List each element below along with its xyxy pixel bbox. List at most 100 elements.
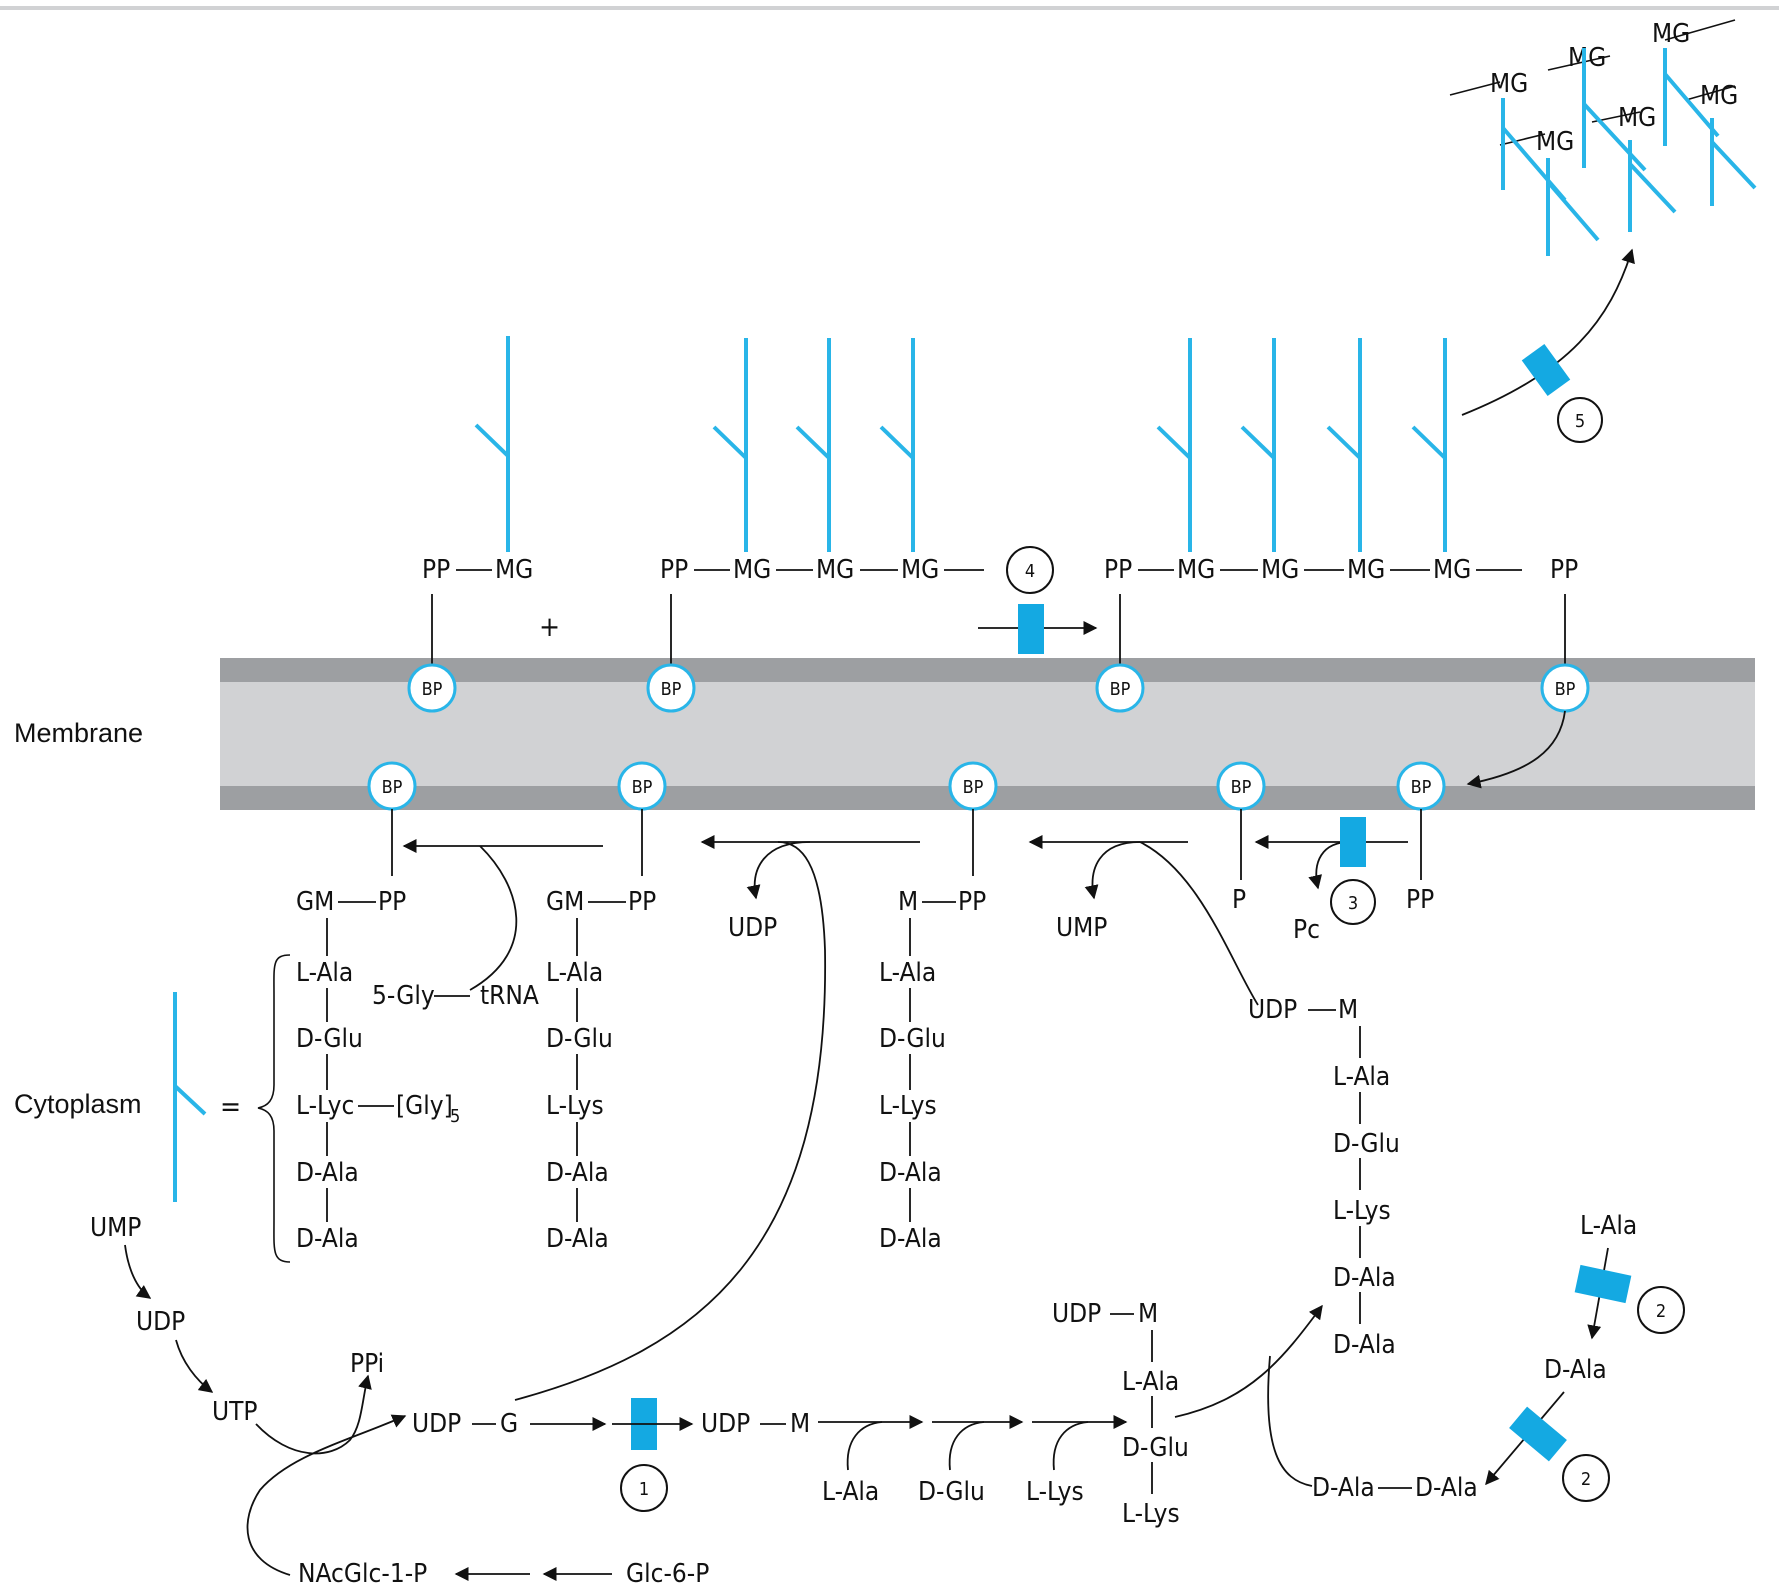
tri-m: M bbox=[1138, 1299, 1158, 1329]
nacglc1p-label: NAcGlc-1-P bbox=[298, 1559, 427, 1589]
svg-text:BP: BP bbox=[963, 777, 984, 798]
trna-label: tRNA bbox=[480, 981, 539, 1011]
bp-lower-4: BP bbox=[1216, 761, 1266, 811]
step-2b-label: 2 bbox=[1581, 1469, 1591, 1490]
step-2a-label: 2 bbox=[1656, 1301, 1666, 1322]
bp-upper-1: BP bbox=[407, 663, 457, 713]
glycan-a1-icon bbox=[474, 336, 510, 552]
col3-m: M bbox=[898, 887, 918, 917]
col2-d-ala-2: D-Ala bbox=[546, 1224, 609, 1254]
tri-udp: UDP bbox=[1052, 1299, 1101, 1329]
step-5-label: 5 bbox=[1575, 411, 1585, 432]
step-2b-circle bbox=[1562, 1454, 1610, 1502]
glycan-b-icon bbox=[712, 338, 915, 552]
gly-trna-curve bbox=[469, 845, 518, 991]
top-mg-2: MG bbox=[1568, 43, 1606, 73]
col4-d-glu: D-Glu bbox=[1333, 1129, 1400, 1159]
udpm-m: M bbox=[790, 1409, 810, 1439]
col1-gly5: [Gly] bbox=[396, 1091, 453, 1121]
bp-lower-3: BP bbox=[948, 761, 998, 811]
step-1-circle bbox=[620, 1464, 668, 1512]
svg-text:BP: BP bbox=[422, 679, 443, 700]
bp-lower-5: BP bbox=[1396, 761, 1446, 811]
col4-udp: UDP bbox=[1248, 995, 1297, 1025]
enzyme-5-icon bbox=[1521, 343, 1571, 397]
enzyme-3-icon bbox=[1340, 817, 1366, 867]
ppi-label: PPi bbox=[350, 1349, 384, 1379]
enzyme-2b-icon bbox=[1509, 1406, 1567, 1462]
crosslinked-glycan-icon bbox=[1501, 48, 1757, 256]
col2-l-lys: L-Lys bbox=[546, 1091, 604, 1121]
top-mg-1: MG bbox=[1490, 69, 1528, 99]
plus-sign: + bbox=[539, 610, 560, 643]
chain-c-mg-3: MG bbox=[1347, 555, 1385, 585]
chain-a-pp: PP bbox=[422, 555, 450, 585]
bp-lower-1: BP bbox=[367, 761, 417, 811]
svg-text:BP: BP bbox=[1555, 679, 1576, 700]
chain-b-mg-2: MG bbox=[816, 555, 854, 585]
udpg-udp: UDP bbox=[412, 1409, 461, 1439]
lipid-ii-gly-column: GM PP L-Ala D-Glu L-Lyc [Gly] 5 D-Ala D-… bbox=[296, 887, 460, 1254]
udpm-udp: UDP bbox=[701, 1409, 750, 1439]
ump-release: UMP bbox=[1056, 913, 1107, 943]
dipeptide-d-ala-1: D-Ala bbox=[1312, 1473, 1375, 1503]
glc6p-label: Glc-6-P bbox=[626, 1559, 709, 1589]
chain-c-mg-2: MG bbox=[1261, 555, 1299, 585]
legend-glycan-icon bbox=[173, 992, 207, 1202]
col2-d-ala-1: D-Ala bbox=[546, 1158, 609, 1188]
tri-d-glu: D-Glu bbox=[1122, 1433, 1189, 1463]
col3-l-ala: L-Ala bbox=[879, 958, 936, 988]
bp-upper-4: BP bbox=[1540, 663, 1590, 713]
chain-b-mg-3: MG bbox=[901, 555, 939, 585]
enzyme-4-icon bbox=[1018, 604, 1044, 654]
add-l-ala: L-Ala bbox=[822, 1477, 879, 1507]
arrow-ump-udp bbox=[124, 1244, 152, 1299]
col1-d-glu: D-Glu bbox=[296, 1024, 363, 1054]
col2-gm: GM bbox=[546, 887, 584, 917]
step-3-label: 3 bbox=[1348, 893, 1358, 914]
cytoplasm-label: Cytoplasm bbox=[14, 1089, 142, 1119]
tri-l-lys: L-Lys bbox=[1122, 1499, 1180, 1529]
arrow-udp-utp bbox=[175, 1339, 214, 1393]
add-l-lys: L-Lys bbox=[1026, 1477, 1084, 1507]
col2-pp: PP bbox=[628, 887, 656, 917]
membrane-label: Membrane bbox=[14, 718, 143, 748]
chain-c-mg-4: MG bbox=[1433, 555, 1471, 585]
arrow-tri-to-penta bbox=[1174, 1304, 1323, 1418]
col3-pp: PP bbox=[958, 887, 986, 917]
pc-label: Pc bbox=[1293, 915, 1320, 945]
amino-acid-additions bbox=[818, 1415, 1128, 1471]
bp-upper-3: BP bbox=[1095, 663, 1145, 713]
brace-icon bbox=[257, 954, 291, 1263]
dala-dala-curve bbox=[1267, 1355, 1313, 1487]
chain-b-pp: PP bbox=[660, 555, 688, 585]
step-4-label: 4 bbox=[1025, 561, 1035, 582]
chain-b-mg-1: MG bbox=[733, 555, 771, 585]
lipid-ii-column: GM PP L-Ala D-Glu L-Lys D-Ala D-Ala bbox=[546, 887, 656, 1254]
col1-d-ala-2: D-Ala bbox=[296, 1224, 359, 1254]
udp-release: UDP bbox=[728, 913, 777, 943]
udp-release-curve bbox=[746, 841, 811, 900]
svg-text:BP: BP bbox=[632, 777, 653, 798]
utp-label: UTP bbox=[212, 1397, 258, 1427]
lower-bp-stems bbox=[391, 809, 1422, 880]
nacglc-curve bbox=[246, 1414, 407, 1576]
crosslinked-peptidoglycan: MG MG MG MG MG MG bbox=[1449, 19, 1757, 256]
d-ala-right: D-Ala bbox=[1544, 1355, 1607, 1385]
col4-d-ala-2: D-Ala bbox=[1333, 1330, 1396, 1360]
top-mg-6: MG bbox=[1700, 81, 1738, 111]
col3-l-lys: L-Lys bbox=[879, 1091, 937, 1121]
pp-lower-label: PP bbox=[1406, 885, 1434, 915]
col4-l-ala: L-Ala bbox=[1333, 1062, 1390, 1092]
chain-c-mg-1: MG bbox=[1177, 555, 1215, 585]
top-mg-4: MG bbox=[1536, 127, 1574, 157]
step-5-circle bbox=[1557, 397, 1603, 443]
svg-text:BP: BP bbox=[382, 777, 403, 798]
p-label: P bbox=[1232, 885, 1246, 915]
col3-d-ala-2: D-Ala bbox=[879, 1224, 942, 1254]
legend-equals: = bbox=[220, 1090, 241, 1123]
step-2a-circle bbox=[1637, 1286, 1685, 1334]
dipeptide-d-ala-2: D-Ala bbox=[1415, 1473, 1478, 1503]
col1-gly5-subscript: 5 bbox=[450, 1106, 460, 1127]
udpm-pentapeptide-curve bbox=[1139, 841, 1259, 1006]
